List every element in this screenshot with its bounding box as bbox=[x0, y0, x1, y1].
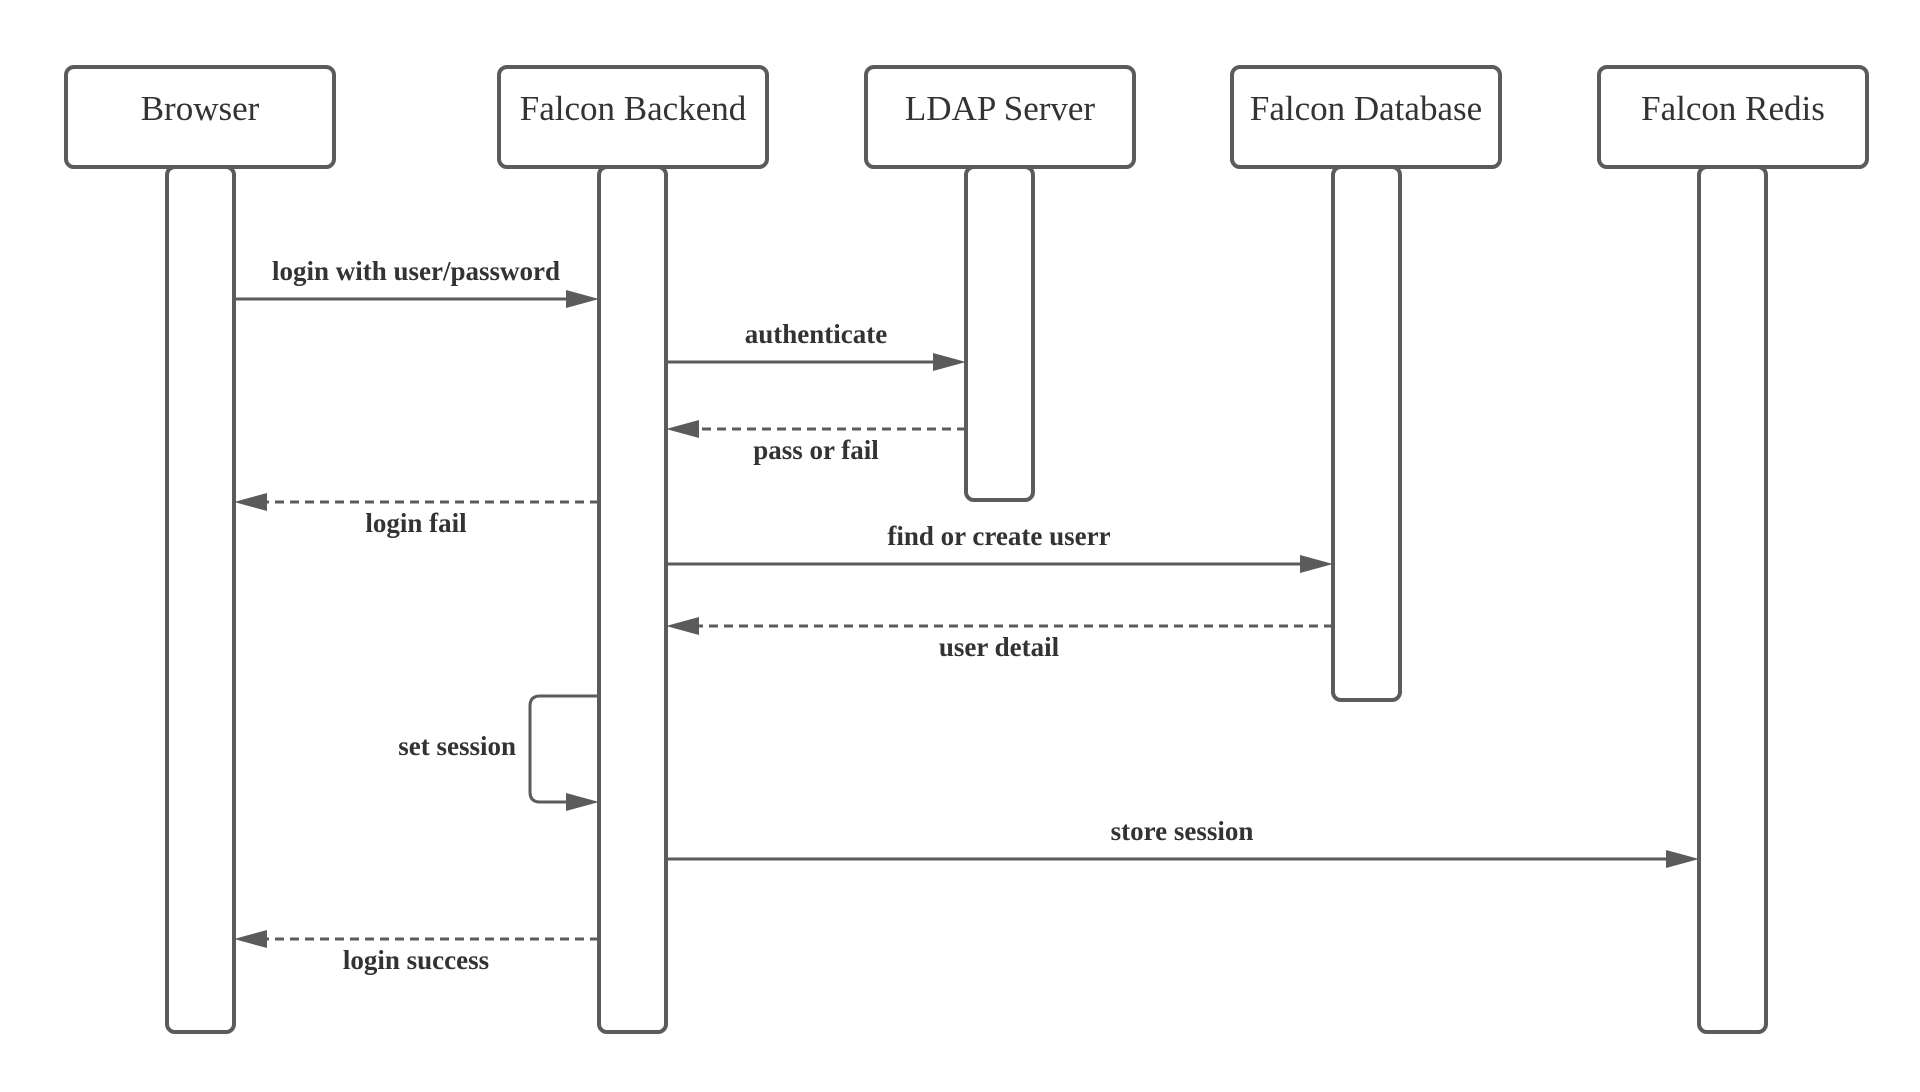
actor-redis: Falcon Redis bbox=[1597, 65, 1869, 169]
message-label: store session bbox=[1111, 816, 1254, 846]
message-set-session: set session bbox=[398, 694, 599, 811]
message-authenticate: authenticate bbox=[666, 319, 966, 371]
message-find-or-create-user: find or create userr bbox=[666, 521, 1333, 573]
arrowhead-icon bbox=[666, 420, 699, 438]
arrowhead-icon bbox=[1300, 555, 1333, 573]
lifeline-database bbox=[1331, 165, 1402, 702]
arrowhead-icon bbox=[666, 617, 699, 635]
message-login: login with user/password bbox=[234, 256, 599, 308]
lifeline-redis bbox=[1697, 165, 1768, 1034]
message-pass-or-fail: pass or fail bbox=[666, 420, 966, 465]
message-label: find or create userr bbox=[887, 521, 1110, 551]
actor-backend: Falcon Backend bbox=[497, 65, 769, 169]
arrowhead-icon bbox=[933, 353, 966, 371]
lifeline-ldap bbox=[964, 165, 1035, 502]
arrowhead-icon bbox=[234, 930, 267, 948]
message-label: user detail bbox=[939, 632, 1060, 662]
arrowhead-icon bbox=[234, 493, 267, 511]
actor-label: Falcon Redis bbox=[1641, 89, 1825, 128]
message-store-session: store session bbox=[666, 816, 1699, 868]
lifeline-backend bbox=[597, 165, 668, 1034]
message-label: pass or fail bbox=[753, 435, 879, 465]
message-label: authenticate bbox=[745, 319, 887, 349]
actor-label: Browser bbox=[141, 89, 260, 128]
lifeline-browser bbox=[165, 165, 236, 1034]
actor-label: LDAP Server bbox=[905, 89, 1096, 128]
actor-database: Falcon Database bbox=[1230, 65, 1502, 169]
message-arrow-line bbox=[528, 694, 599, 804]
message-label: set session bbox=[398, 731, 516, 761]
actor-browser: Browser bbox=[64, 65, 336, 169]
message-label: login fail bbox=[365, 508, 467, 538]
message-login-success: login success bbox=[234, 930, 599, 975]
message-login-fail: login fail bbox=[234, 493, 599, 538]
actor-label: Falcon Backend bbox=[520, 89, 747, 128]
arrowhead-icon bbox=[566, 793, 599, 811]
message-label: login with user/password bbox=[272, 256, 560, 286]
arrowhead-icon bbox=[1666, 850, 1699, 868]
arrowhead-icon bbox=[566, 290, 599, 308]
message-label: login success bbox=[343, 945, 489, 975]
actor-label: Falcon Database bbox=[1250, 89, 1482, 128]
message-user-detail: user detail bbox=[666, 617, 1333, 662]
actor-ldap: LDAP Server bbox=[864, 65, 1136, 169]
